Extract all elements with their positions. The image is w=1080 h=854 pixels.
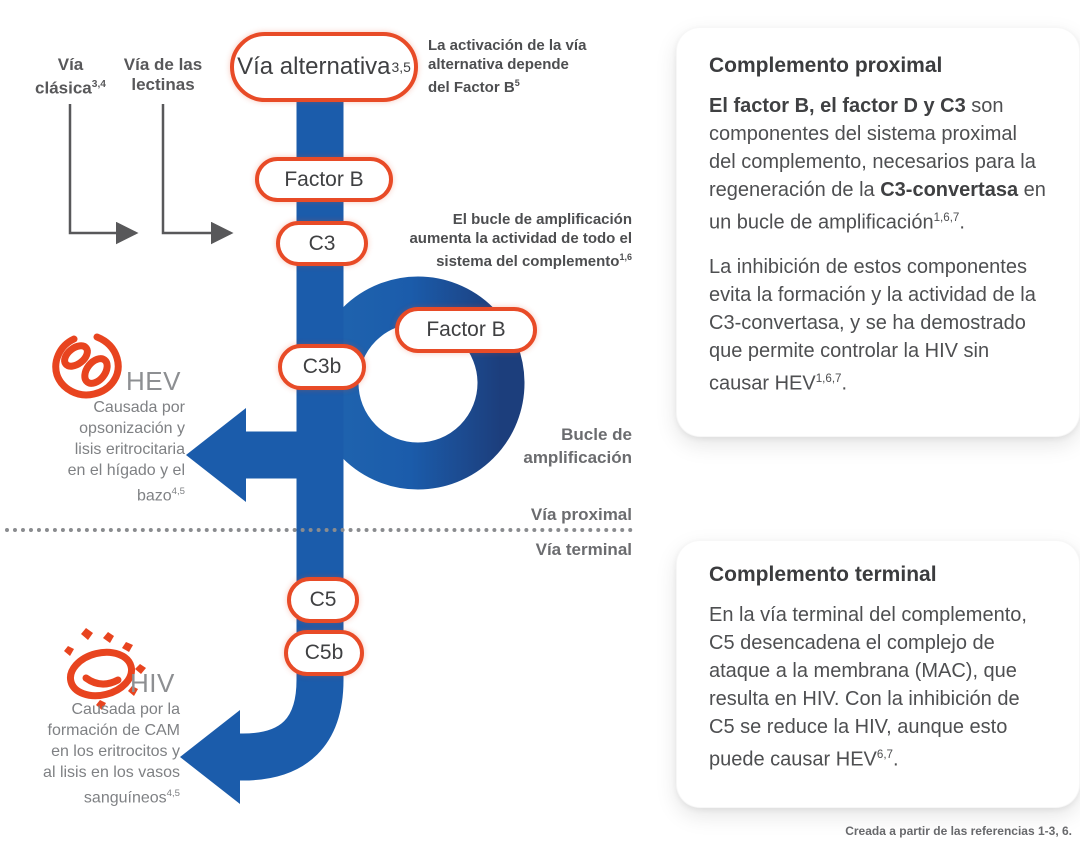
- label-via-clasica: Vía clásica3,4: [35, 55, 106, 98]
- hev-description: Causada por opsonización y lisis eritroc…: [67, 399, 185, 505]
- lectin-pathway-arrow: [161, 104, 234, 245]
- hiv-title: HIV: [130, 668, 175, 698]
- classic-pathway-arrow: [68, 104, 139, 245]
- node-factor-b: Factor B: [255, 157, 393, 202]
- card-proximal-paragraph-2: La inhibición de estos componentes evita…: [709, 255, 1036, 395]
- hev-hemolysis-icon: [46, 326, 132, 411]
- node-c5b: C5b: [284, 630, 364, 676]
- label-via-proximal: Vía proximal: [530, 505, 632, 524]
- complement-flow-diagram: [68, 86, 525, 804]
- card-complemento-proximal: Complemento proximal El factor B, el fac…: [676, 27, 1080, 437]
- references-note: Creada a partir de las referencias 1-3, …: [845, 824, 1072, 838]
- label-via-lectinas: Vía de las lectinas: [123, 55, 203, 94]
- node-c3b: C3b: [278, 344, 366, 390]
- card-proximal-paragraph-1: El factor B, el factor D y C3 son compon…: [709, 95, 1046, 234]
- node-c5: C5: [287, 577, 359, 623]
- hiv-description: Causada por la formación de CAM en los e…: [43, 701, 180, 807]
- card-proximal-title: Complemento proximal: [709, 54, 943, 77]
- hev-title: HEV: [126, 366, 181, 396]
- hev-arrowhead: [186, 408, 246, 502]
- hiv-arrowhead: [180, 710, 240, 804]
- note-amplification-loop: El bucle de amplificación aumenta la act…: [409, 211, 632, 270]
- node-factor-b-loop: Factor B: [395, 307, 537, 353]
- label-bucle-amplificacion: Bucle de amplificación: [523, 425, 632, 467]
- main-flow-bar: [240, 86, 344, 781]
- node-c3: C3: [276, 221, 368, 266]
- note-alternative-activation: La activación de la vía alternativa depe…: [428, 37, 587, 96]
- proximal-terminal-divider: [5, 528, 633, 532]
- hiv-lysis-icon: [56, 624, 152, 717]
- label-via-terminal: Vía terminal: [535, 540, 632, 559]
- card-terminal-paragraph-1: En la vía terminal del complemento, C5 d…: [709, 604, 1027, 771]
- card-complemento-terminal: Complemento terminal En la vía terminal …: [676, 540, 1080, 808]
- card-terminal-title: Complemento terminal: [709, 563, 937, 586]
